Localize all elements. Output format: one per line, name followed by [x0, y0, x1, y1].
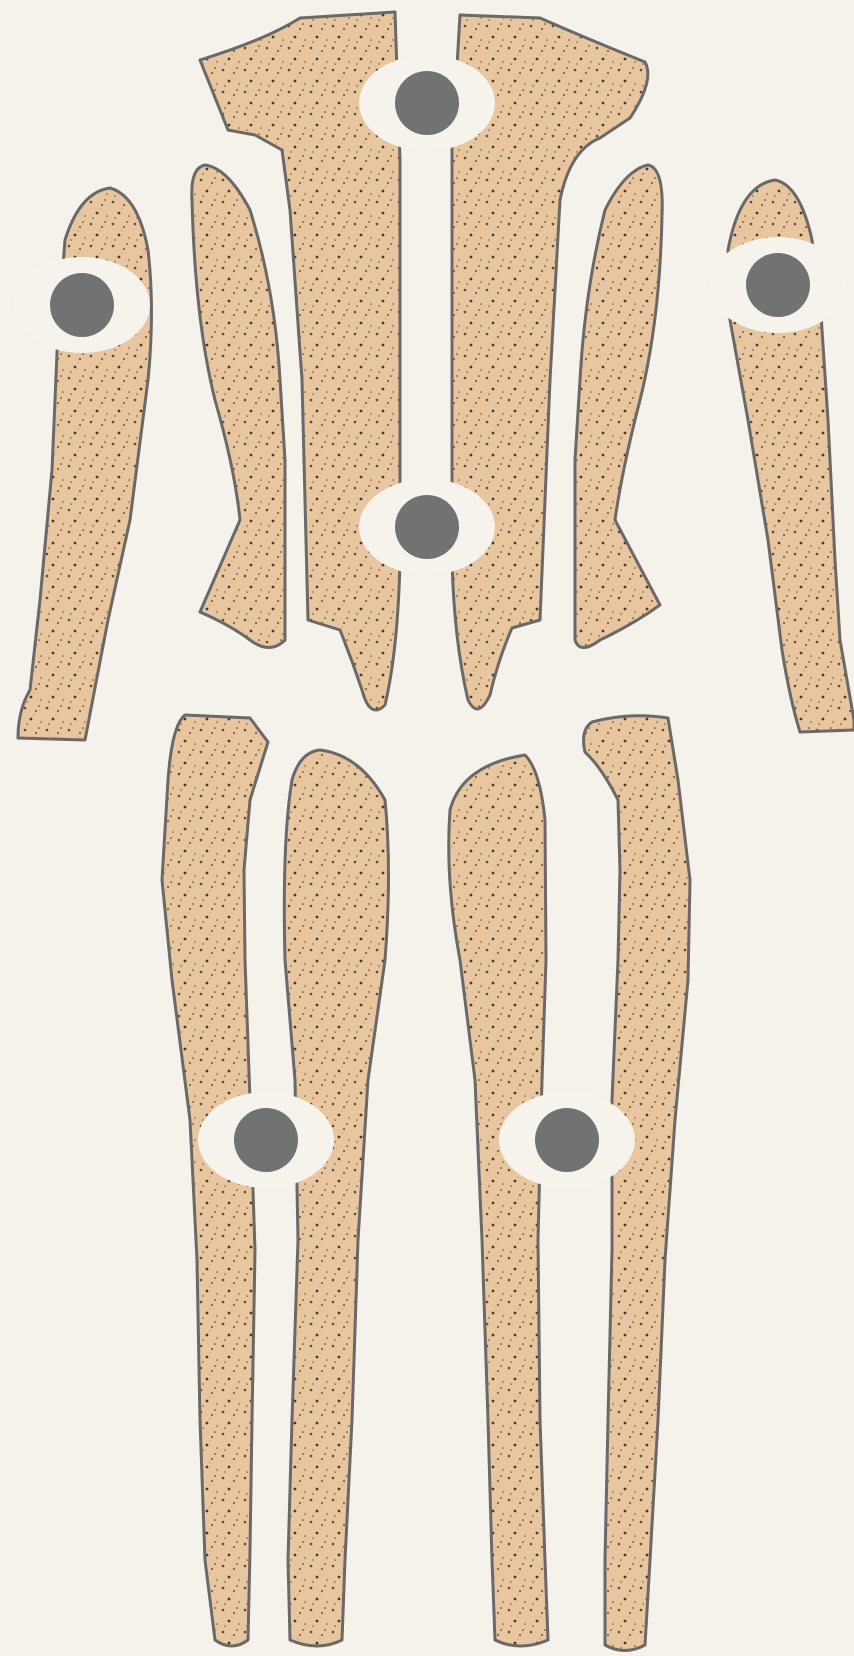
knee-right-joint — [499, 1092, 635, 1188]
knee-left-joint — [198, 1092, 334, 1188]
shoulder-left-joint — [14, 257, 150, 353]
knee-left-pin-icon — [234, 1108, 298, 1172]
shoulder-left-pin-icon — [50, 273, 114, 337]
flank-right-piece — [575, 165, 662, 648]
flank-left-piece — [192, 165, 285, 648]
shin-inner-right-piece — [449, 755, 548, 1646]
waist-joint — [359, 479, 495, 575]
shoulder-right-pin-icon — [746, 253, 810, 317]
thigh-outer-right-piece — [584, 716, 690, 1651]
neck-joint — [359, 55, 495, 151]
waist-pin-icon — [395, 495, 459, 559]
shin-inner-left-piece — [284, 750, 388, 1646]
knee-right-pin-icon — [535, 1108, 599, 1172]
shoulder-right-joint — [710, 237, 846, 333]
neck-pin-icon — [395, 71, 459, 135]
